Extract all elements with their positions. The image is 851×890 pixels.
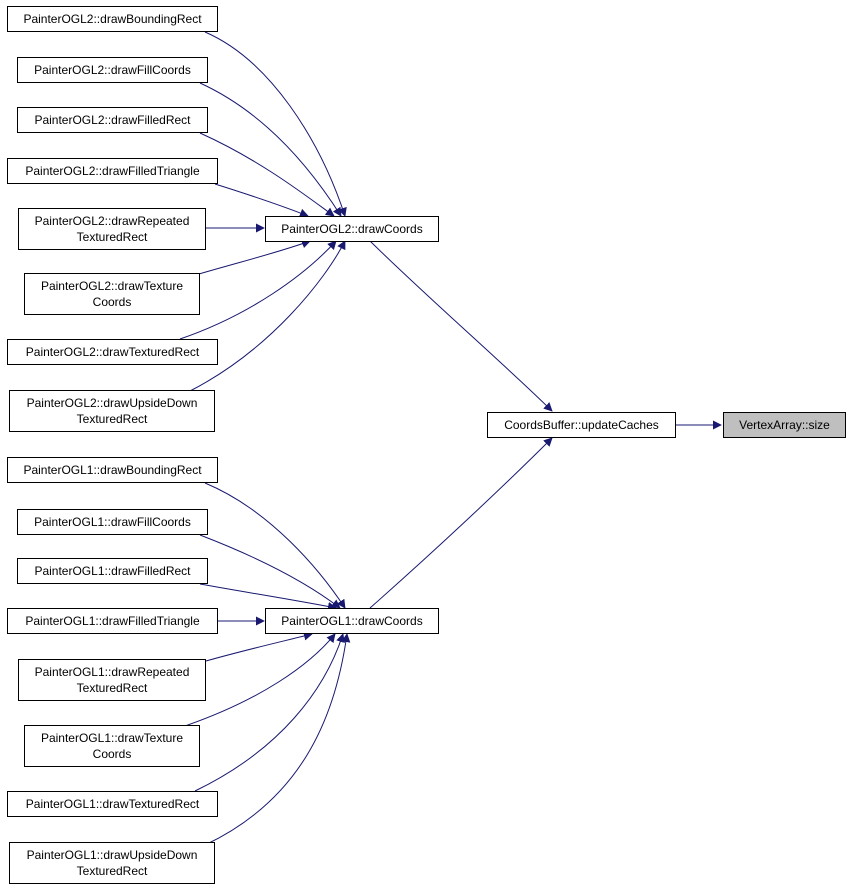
node-label-line: PainterOGL1::drawUpsideDown <box>26 848 198 862</box>
edge-ogl2-fillcoords <box>199 82 342 217</box>
node-ogl2-draw-fill-coords[interactable]: PainterOGL2::drawFillCoords <box>17 57 208 83</box>
node-label-line: PainterOGL1::drawFilledRect <box>34 564 191 578</box>
node-ogl1-draw-coords[interactable]: PainterOGL1::drawCoords <box>265 608 439 634</box>
node-label-line: PainterOGL2::drawTexturedRect <box>25 345 200 359</box>
node-label-line: Coords <box>92 747 132 761</box>
node-coordsbuffer-update-caches[interactable]: CoordsBuffer::updateCaches <box>487 412 676 438</box>
edge-ogl1-repeated <box>205 631 313 662</box>
edge-ogl1-upside <box>204 633 351 846</box>
node-ogl1-draw-filled-triangle[interactable]: PainterOGL1::drawFilledTriangle <box>7 608 218 634</box>
node-ogl2-draw-coords[interactable]: PainterOGL2::drawCoords <box>265 216 439 242</box>
node-ogl2-draw-bounding-rect[interactable]: PainterOGL2::drawBoundingRect <box>7 6 218 32</box>
edge-ogl2-drawcoords-updatecaches <box>369 240 553 412</box>
node-label-line: Coords <box>92 295 132 309</box>
edge-ogl1-drawcoords-updatecaches <box>369 437 553 609</box>
node-ogl2-draw-texture-coords[interactable]: PainterOGL2::drawTexture Coords <box>24 273 200 315</box>
node-ogl1-draw-upside-down-textured-rect[interactable]: PainterOGL1::drawUpsideDown TexturedRect <box>9 842 215 884</box>
edge-ogl2-filledtri <box>214 183 309 218</box>
node-label-line: PainterOGL1::drawBoundingRect <box>23 463 202 477</box>
node-label-line: PainterOGL1::drawTexture <box>40 731 184 745</box>
node-ogl1-draw-fill-coords[interactable]: PainterOGL1::drawFillCoords <box>17 509 208 535</box>
node-label-line: TexturedRect <box>76 681 148 695</box>
edge-ogl1-fillcoords <box>199 534 341 609</box>
edge-ogl2-upside <box>189 240 346 392</box>
node-ogl2-draw-filled-rect[interactable]: PainterOGL2::drawFilledRect <box>17 107 208 133</box>
edge-ogl1-texcoords <box>184 633 336 727</box>
node-label-line: PainterOGL2::drawRepeated <box>34 214 190 228</box>
edge-ogl1-bounding <box>204 482 346 609</box>
node-label-line: PainterOGL1::drawRepeated <box>34 665 190 679</box>
node-ogl1-draw-repeated-textured-rect[interactable]: PainterOGL1::drawRepeated TexturedRect <box>18 659 206 701</box>
node-label-line: VertexArray::size <box>739 418 830 432</box>
node-ogl1-draw-texture-coords[interactable]: PainterOGL1::drawTexture Coords <box>24 725 200 767</box>
node-label-line: TexturedRect <box>76 864 148 878</box>
node-label-line: TexturedRect <box>76 412 148 426</box>
node-label-line: PainterOGL1::drawTexturedRect <box>25 797 200 811</box>
edge-ogl1-texrect <box>194 633 345 792</box>
node-label-line: CoordsBuffer::updateCaches <box>504 418 659 432</box>
edge-ogl2-bounding <box>204 31 347 217</box>
node-label-line: PainterOGL2::drawBoundingRect <box>23 12 202 26</box>
node-ogl2-draw-textured-rect[interactable]: PainterOGL2::drawTexturedRect <box>7 339 218 365</box>
edge-ogl1-filledrect <box>199 583 337 611</box>
node-label-line: PainterOGL2::drawFilledTriangle <box>25 164 200 178</box>
node-ogl1-draw-bounding-rect[interactable]: PainterOGL1::drawBoundingRect <box>7 457 218 483</box>
node-label-line: PainterOGL2::drawTexture <box>40 279 184 293</box>
node-label-line: PainterOGL1::drawFilledTriangle <box>25 614 200 628</box>
node-vertexarray-size: VertexArray::size <box>723 412 846 438</box>
node-label-line: PainterOGL1::drawCoords <box>281 614 423 628</box>
node-label-line: TexturedRect <box>76 230 148 244</box>
node-label-line: PainterOGL1::drawFillCoords <box>34 515 191 529</box>
edge-ogl2-filledrect <box>199 132 335 217</box>
node-label-line: PainterOGL2::drawCoords <box>281 222 423 236</box>
edge-ogl2-texrect <box>179 240 337 340</box>
node-label-line: PainterOGL2::drawUpsideDown <box>26 396 198 410</box>
node-label-line: PainterOGL2::drawFillCoords <box>34 63 191 77</box>
node-label-line: PainterOGL2::drawFilledRect <box>34 113 191 127</box>
node-ogl1-draw-textured-rect[interactable]: PainterOGL1::drawTexturedRect <box>7 791 218 817</box>
node-ogl1-draw-filled-rect[interactable]: PainterOGL1::drawFilledRect <box>17 558 208 584</box>
edge-ogl2-texcoords <box>198 239 311 275</box>
node-ogl2-draw-upside-down-textured-rect[interactable]: PainterOGL2::drawUpsideDown TexturedRect <box>9 390 215 432</box>
node-ogl2-draw-repeated-textured-rect[interactable]: PainterOGL2::drawRepeated TexturedRect <box>18 208 206 250</box>
node-ogl2-draw-filled-triangle[interactable]: PainterOGL2::drawFilledTriangle <box>7 158 218 184</box>
